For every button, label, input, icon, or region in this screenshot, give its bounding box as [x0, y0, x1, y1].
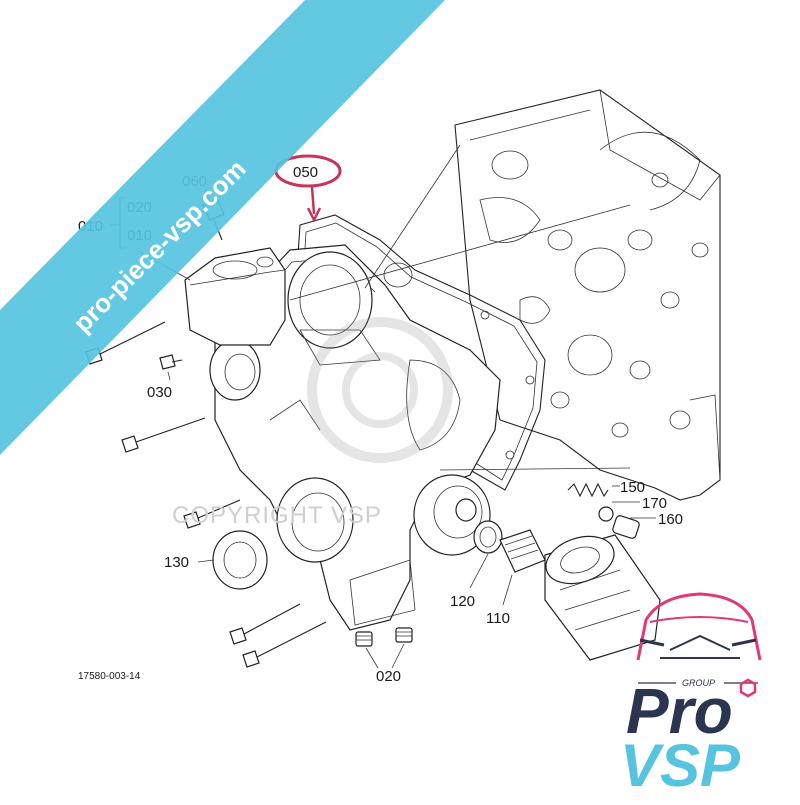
bolt-long-3	[229, 603, 301, 645]
leader-lines	[110, 144, 656, 669]
bolt-long-2	[121, 417, 206, 453]
engine-block	[454, 89, 721, 501]
bolt-short	[183, 499, 241, 529]
relief-plug	[612, 515, 640, 539]
copyright-emblem	[307, 317, 453, 463]
copyright-watermark: COPYRIGHT VSP	[172, 502, 382, 529]
relief-ball	[598, 506, 614, 522]
relief-spring	[567, 482, 609, 498]
label-110: 110	[486, 610, 510, 627]
label-120: 120	[450, 593, 475, 610]
highlight-050: 050	[274, 154, 342, 223]
oil-filter	[544, 534, 661, 661]
gear-case-cover	[209, 244, 501, 631]
label-050: 050	[293, 164, 318, 181]
drain-plug-1	[355, 631, 373, 647]
car-icon	[636, 592, 762, 661]
dowel-pin	[159, 354, 183, 370]
drawing-reference: 17580-003-14	[78, 671, 141, 682]
drain-plug-2	[395, 627, 413, 643]
label-160: 160	[658, 511, 683, 528]
label-170: 170	[642, 495, 667, 512]
bolt-long-4	[242, 621, 327, 668]
hexagon-nut-icon	[739, 678, 757, 698]
label-030: 030	[147, 384, 172, 401]
pro-vsp-logo: GROUP Pro VSP	[620, 592, 762, 799]
oil-filter-seat	[413, 474, 491, 556]
logo-group-text: GROUP	[682, 678, 715, 688]
filter-bolt	[499, 529, 546, 573]
oil-seal	[212, 530, 268, 590]
label-150: 150	[620, 479, 645, 496]
label-130: 130	[164, 554, 189, 571]
upper-housing	[184, 247, 286, 346]
logo-pro-text: Pro	[626, 675, 733, 747]
label-020-drain: 020	[376, 668, 401, 685]
logo-vsp-text: VSP	[620, 732, 741, 799]
o-ring	[473, 520, 503, 554]
